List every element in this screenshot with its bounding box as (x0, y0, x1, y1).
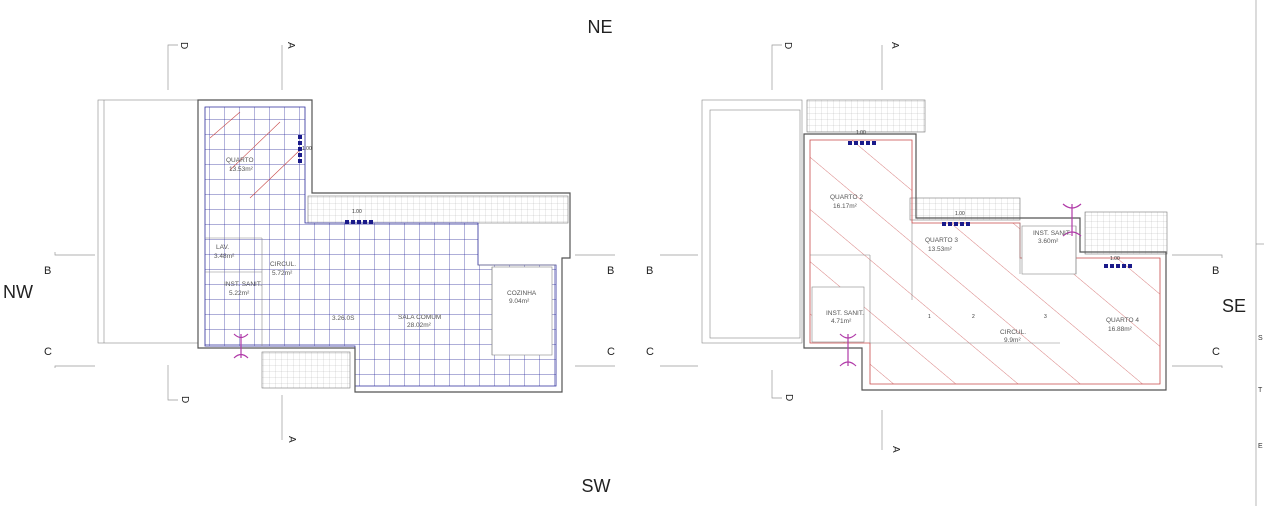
svg-text:SALA COMUM: SALA COMUM (398, 314, 441, 321)
door-symbol (233, 333, 249, 359)
terrace-deck (261, 351, 351, 389)
section-marker-a: A (285, 42, 296, 49)
compass-ne: NE (587, 17, 612, 37)
outer-walls-right (803, 133, 1167, 391)
room-label-circul: CIRCUL. 9.9m² (1000, 329, 1026, 344)
title-block-fragment-2: T (1258, 387, 1263, 394)
svg-text:9.9m²: 9.9m² (1004, 337, 1021, 344)
svg-text:COZINHA: COZINHA (507, 290, 537, 297)
title-block-fragment-3: E (1258, 443, 1263, 450)
section-cut-lines-right (660, 44, 1223, 450)
balcony-left (97, 99, 199, 344)
svg-text:3.48m²: 3.48m² (214, 253, 235, 260)
window-dim: 1.00 (955, 211, 965, 217)
window-dim: 1.00 (1110, 256, 1120, 262)
svg-text:5.22m²: 5.22m² (229, 290, 250, 297)
section-marker-b: B (607, 265, 614, 277)
room-label-inst-sanit-lower: INST. SANIT. 4.71m² (826, 310, 864, 325)
svg-text:16.88m²: 16.88m² (1108, 326, 1133, 333)
window-marker (848, 141, 1132, 268)
room-label-quarto: QUARTO 13.53m² (226, 157, 254, 173)
room-label-inst-sanit-upper: INST. SANIT. 3.60m² (1033, 230, 1071, 245)
section-marker-b: B (44, 265, 51, 277)
section-marker-b: B (646, 265, 653, 277)
svg-text:28.02m²: 28.02m² (407, 322, 432, 329)
stair-number: 2 (972, 314, 975, 320)
compass-nw: NW (3, 282, 33, 302)
section-marker-c: C (646, 346, 654, 358)
svg-text:CIRCUL.: CIRCUL. (1000, 329, 1026, 336)
interior-walls-left (205, 237, 556, 355)
bathroom-area (811, 286, 865, 343)
svg-text:INST. SANIT.: INST. SANIT. (1033, 230, 1071, 237)
svg-text:QUARTO 2: QUARTO 2 (830, 194, 863, 201)
hatched-floor (809, 139, 1161, 385)
window-dim: 1.00 (302, 146, 312, 152)
window-dim: 1.00 (856, 130, 866, 136)
section-marker-a: A (286, 436, 297, 443)
section-marker-a: A (889, 42, 900, 49)
compass-se: SE (1222, 296, 1246, 316)
section-marker-d: D (178, 42, 189, 49)
terrace-deck (806, 99, 926, 133)
svg-text:INST. SANIT.: INST. SANIT. (224, 281, 262, 288)
svg-text:3.60m²: 3.60m² (1038, 238, 1059, 245)
floor-plan-right: 1.00 1.00 1.00 QUARTO 2 16.17m² QUARTO 3… (646, 42, 1223, 453)
title-block-fragment-1: S (1258, 335, 1263, 342)
room-label-cozinha: COZINHA 9.04m² (507, 290, 537, 305)
svg-text:9.04m²: 9.04m² (509, 298, 530, 305)
quarto-hatch (209, 111, 301, 199)
svg-text:16.17m²: 16.17m² (833, 203, 858, 210)
svg-text:QUARTO 4: QUARTO 4 (1106, 317, 1139, 324)
room-label-lav: LAV. 3.48m² (214, 244, 235, 260)
section-marker-c: C (44, 346, 52, 358)
title-block-edge: S T E (1255, 0, 1264, 506)
room-label-quarto-2: QUARTO 2 16.17m² (830, 194, 863, 210)
room-label-circul: CIRCUL. 5.72m² (270, 261, 296, 277)
compass-sw: SW (582, 476, 611, 496)
section-marker-c: C (1212, 346, 1220, 358)
svg-text:CIRCUL.: CIRCUL. (270, 261, 296, 268)
svg-text:5.72m²: 5.72m² (272, 270, 293, 277)
bathroom-area (1021, 225, 1077, 275)
svg-text:QUARTO: QUARTO (226, 157, 254, 164)
section-marker-a: A (890, 446, 901, 453)
window-marker (298, 135, 373, 224)
section-marker-d: D (179, 396, 190, 403)
section-marker-b: B (1212, 265, 1219, 277)
balcony-right (701, 99, 803, 344)
section-cut-lines-left (54, 44, 615, 440)
svg-text:LAV.: LAV. (216, 244, 229, 251)
interior-walls-right (810, 223, 1077, 344)
terrace-deck (909, 197, 1021, 221)
svg-text:QUARTO 3: QUARTO 3 (925, 237, 958, 244)
stair-number: 1 (928, 314, 931, 320)
terrace-deck (1084, 211, 1168, 255)
svg-text:13.53m²: 13.53m² (928, 246, 953, 253)
section-marker-c: C (607, 346, 615, 358)
svg-text:INST. SANIT.: INST. SANIT. (826, 310, 864, 317)
section-marker-d: D (783, 394, 794, 401)
svg-text:4.71m²: 4.71m² (831, 318, 852, 325)
room-label-quarto-3: QUARTO 3 13.53m² (925, 237, 958, 253)
stair-label: 3.26.0S (332, 315, 355, 322)
outer-walls-left (197, 99, 571, 393)
room-label-sala-comum: SALA COMUM 28.02m² (398, 314, 441, 329)
floor-plan-left: 1.00 1.00 QUARTO 13.53m² LAV. 3.48m² CIR… (44, 42, 615, 443)
kitchen-area (491, 266, 553, 356)
stair-number: 3 (1044, 314, 1047, 320)
room-label-quarto-4: QUARTO 4 16.88m² (1106, 317, 1139, 333)
section-marker-d: D (782, 42, 793, 49)
svg-text:13.53m²: 13.53m² (229, 166, 254, 173)
door-symbol (839, 203, 1082, 367)
room-label-inst-sanit: INST. SANIT. 5.22m² (224, 281, 262, 297)
window-dim: 1.00 (352, 209, 362, 215)
terrace-deck (307, 195, 569, 224)
